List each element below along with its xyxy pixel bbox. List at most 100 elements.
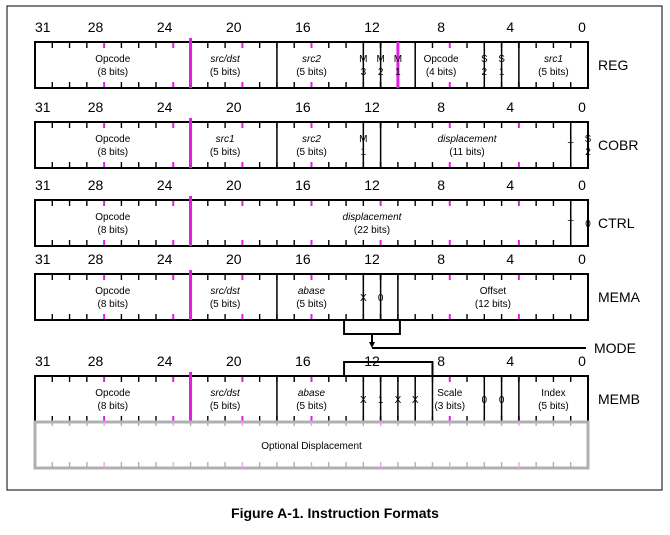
mode-label: MODE (594, 340, 636, 356)
bit-number-memb: 31 (35, 353, 51, 369)
field-label: 1 (378, 395, 384, 406)
field-size: (4 bits) (426, 67, 457, 78)
field-label: Opcode (95, 388, 130, 399)
field-label: Opcode (424, 54, 459, 65)
format-row-ctrl (34, 199, 589, 247)
bit-number-reg: 20 (226, 19, 242, 35)
field-label: src2 (302, 54, 321, 65)
bit-number-memb: 28 (88, 353, 104, 369)
format-row-mema (34, 273, 589, 321)
field-label: src/dst (210, 388, 241, 399)
field-size: (11 bits) (449, 147, 484, 158)
field-label: displacement (343, 212, 403, 223)
bit-number-cobr: 20 (226, 99, 242, 115)
field-size: (5 bits) (296, 147, 327, 158)
format-name-memb: MEMB (598, 391, 640, 407)
field-size: (8 bits) (97, 225, 128, 236)
field-label: Offset (480, 286, 507, 297)
bit-number-memb: 8 (437, 353, 445, 369)
bit-number-reg: 0 (578, 19, 586, 35)
field-label: 0 (482, 395, 488, 406)
format-name-mema: MEMA (598, 289, 641, 305)
field-size: (5 bits) (296, 401, 327, 412)
bit-number-mema: 28 (88, 251, 104, 267)
field-size: (8 bits) (97, 67, 128, 78)
field-label: src/dst (210, 54, 241, 65)
bit-number-mema: 24 (157, 251, 173, 267)
field-size: 2 (585, 147, 591, 158)
bit-number-mema: 8 (437, 251, 445, 267)
field-label: Opcode (95, 286, 130, 297)
bit-number-ctrl: 0 (578, 177, 586, 193)
mode-arrow-icon (368, 342, 375, 348)
bit-number-memb: 20 (226, 353, 242, 369)
field-size: 1 (499, 67, 505, 78)
field-size: (8 bits) (97, 401, 128, 412)
bit-number-ctrl: 24 (157, 177, 173, 193)
field-label: src/dst (210, 286, 241, 297)
field-label: X (360, 395, 367, 406)
bit-number-memb: 0 (578, 353, 586, 369)
bit-number-cobr: 24 (157, 99, 173, 115)
optional-displacement-label: Optional Displacement (261, 441, 362, 452)
field-size: (5 bits) (538, 67, 569, 78)
field-label: S (498, 54, 505, 65)
bit-number-cobr: 12 (364, 99, 380, 115)
field-size: 1 (395, 67, 401, 78)
figure-frame (6, 5, 663, 491)
bit-number-cobr: 28 (88, 99, 104, 115)
field-size: (5 bits) (210, 401, 241, 412)
bit-number-reg: 24 (157, 19, 173, 35)
figure-caption: Figure A-1. Instruction Formats (231, 505, 439, 521)
field-size: 1 (361, 147, 367, 158)
field-size: (5 bits) (296, 67, 327, 78)
bit-number-ctrl: 31 (35, 177, 51, 193)
format-row-memb (34, 375, 589, 423)
field-size: (8 bits) (97, 147, 128, 158)
field-label: Opcode (95, 212, 130, 223)
format-row-cobr (34, 121, 589, 169)
bit-number-memb: 4 (506, 353, 514, 369)
bit-number-reg: 31 (35, 19, 51, 35)
bit-number-ctrl: 20 (226, 177, 242, 193)
field-label: Opcode (95, 54, 130, 65)
bit-number-ctrl: 28 (88, 177, 104, 193)
field-label: 0 (378, 293, 384, 304)
bit-number-reg: 4 (506, 19, 514, 35)
field-label: X (395, 395, 402, 406)
bit-number-mema: 16 (295, 251, 311, 267)
field-label: M (394, 54, 402, 65)
bit-number-memb: 16 (295, 353, 311, 369)
field-size: (12 bits) (475, 299, 511, 310)
bit-number-reg: 28 (88, 19, 104, 35)
field-label: T (568, 141, 574, 152)
field-label: Scale (437, 388, 462, 399)
field-label: abase (298, 388, 326, 399)
field-label: X (412, 395, 419, 406)
bit-number-mema: 12 (364, 251, 380, 267)
field-label: src1 (216, 134, 235, 145)
bit-number-reg: 16 (295, 19, 311, 35)
field-label: M (359, 54, 367, 65)
format-name-ctrl: CTRL (598, 215, 635, 231)
format-name-reg: REG (598, 57, 628, 73)
field-label: Index (541, 388, 565, 399)
bit-number-mema: 4 (506, 251, 514, 267)
field-label: src1 (544, 54, 563, 65)
field-size: (5 bits) (296, 299, 327, 310)
field-size: (5 bits) (210, 67, 241, 78)
field-size: 3 (361, 67, 367, 78)
bit-number-cobr: 31 (35, 99, 51, 115)
field-label: X (360, 293, 367, 304)
format-row-reg (34, 41, 589, 89)
bit-number-cobr: 4 (506, 99, 514, 115)
bit-number-ctrl: 4 (506, 177, 514, 193)
bit-number-ctrl: 12 (364, 177, 380, 193)
format-name-cobr: COBR (598, 137, 638, 153)
bit-number-reg: 12 (364, 19, 380, 35)
bit-number-mema: 31 (35, 251, 51, 267)
field-label: T (568, 219, 574, 230)
bit-number-cobr: 16 (295, 99, 311, 115)
field-label: M (376, 54, 384, 65)
field-label: S (481, 54, 488, 65)
